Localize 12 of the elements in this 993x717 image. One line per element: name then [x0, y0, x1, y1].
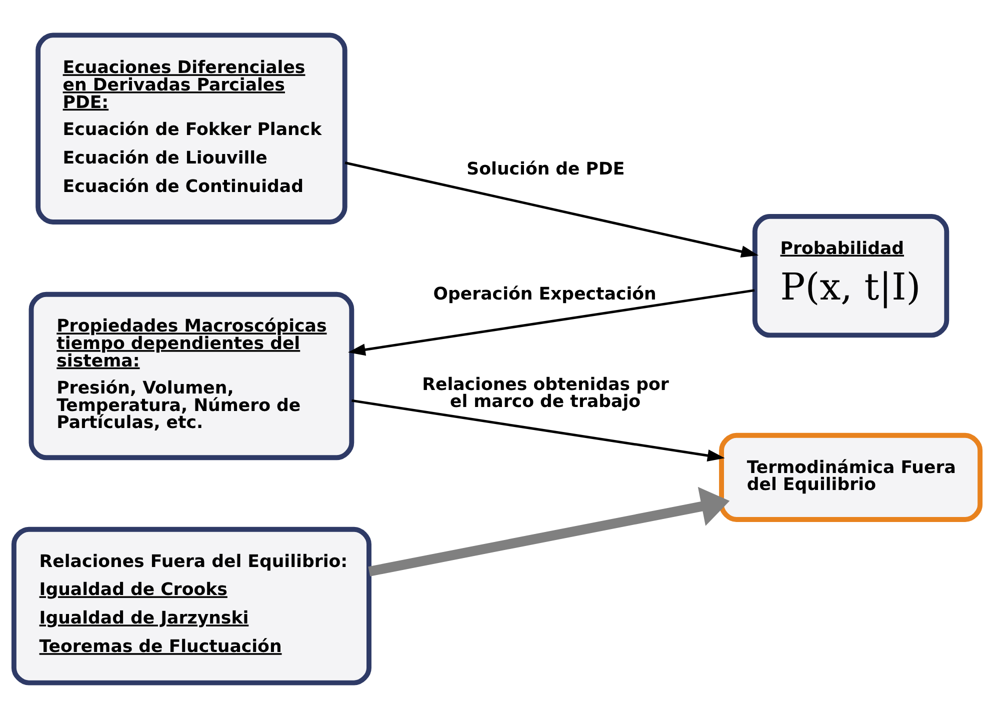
edge-label: Solución de PDE [466, 159, 624, 180]
node-box: Termodinámica Fuera del Equilibrio [718, 432, 982, 522]
edge-label: Operación Expectación [432, 284, 656, 304]
node-box: Propiedades Macroscópicas tiempo dependientes del sistema: Presión, Volumen, Temperatura, Número de Partículas, etc. [28, 291, 354, 460]
arrow [344, 161, 758, 258]
arrow [348, 288, 754, 356]
edge-label: Relaciones obtenidas por el marco de trabajo [422, 374, 668, 412]
node-box: Probabilidad P(x, t|I) [752, 213, 949, 338]
arrow [368, 486, 730, 576]
node-box: Ecuaciones Diferenciales en Derivadas Parciales PDE: Ecuación de Fokker Planck Ecuación de Liouville Ecuación de Continuidad [35, 32, 347, 224]
node-box: Relaciones Fuera del Equilibrio: Igualdad de Crooks Igualdad de Jarzynski Teoremas de Fluctuación [10, 526, 371, 685]
arrow [351, 398, 724, 462]
